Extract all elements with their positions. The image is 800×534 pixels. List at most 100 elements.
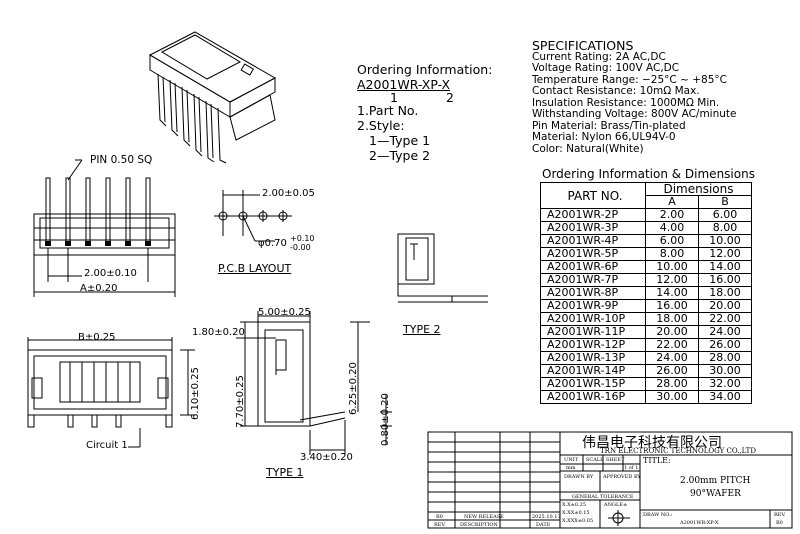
part-number-cell: A2001WR-14P bbox=[540, 364, 646, 378]
ordering-info: Ordering Information: A2001WR-XP-X bbox=[357, 62, 492, 92]
tolerance-1: X.X±0.25 bbox=[562, 502, 587, 508]
type1-label: TYPE 1 bbox=[266, 466, 304, 479]
circuit-label: Circuit 1 bbox=[86, 440, 128, 451]
col-part-no: PART NO. bbox=[540, 182, 646, 209]
d625-label: 6.25±0.20 bbox=[348, 362, 359, 415]
rev-row-date: 2025.10.17 bbox=[532, 514, 561, 520]
part-number-cell: A2001WR-15P bbox=[540, 377, 646, 391]
dim-a-cell: 4.00 bbox=[645, 221, 699, 235]
type2-label: TYPE 2 bbox=[403, 323, 441, 336]
dim-a-cell: 2.00 bbox=[645, 208, 699, 222]
ordering-style: 2.Style: bbox=[357, 118, 405, 133]
dim-b-cell: 18.00 bbox=[698, 286, 752, 300]
spec-line: Withstanding Voltage: 800V AC/minute bbox=[532, 108, 737, 120]
col-rev: REV. bbox=[434, 522, 446, 528]
dim-b-cell: 34.00 bbox=[698, 390, 752, 404]
pcb-pitch-label: 2.00±0.05 bbox=[262, 188, 315, 199]
dim-b-cell: 20.00 bbox=[698, 299, 752, 313]
dim-b-cell: 26.00 bbox=[698, 338, 752, 352]
dim-b-cell: 30.00 bbox=[698, 364, 752, 378]
part-number-cell: A2001WR-7P bbox=[540, 273, 646, 287]
part-number-cell: A2001WR-10P bbox=[540, 312, 646, 326]
part-number-cell: A2001WR-4P bbox=[540, 234, 646, 248]
dim-a-cell: 24.00 bbox=[645, 351, 699, 365]
part-number-cell: A2001WR-8P bbox=[540, 286, 646, 300]
dim-a-cell: 12.00 bbox=[645, 273, 699, 287]
title-line1: 2.00mm PITCH bbox=[680, 476, 751, 486]
dim-b-cell: 22.00 bbox=[698, 312, 752, 326]
ordering-num2: 2 bbox=[446, 90, 454, 105]
part-number-cell: A2001WR-9P bbox=[540, 299, 646, 313]
rev-row-rev: B0 bbox=[436, 514, 443, 520]
rev-label: REV. bbox=[774, 512, 786, 518]
a-dim-label: A±0.20 bbox=[80, 283, 118, 294]
draw-no-value: A2001WR-XP-X bbox=[680, 520, 719, 526]
front-view-bottom bbox=[27, 337, 195, 448]
ordering-code: A2001WR-XP-X bbox=[357, 77, 451, 92]
hole-tol-down: -0.00 bbox=[290, 243, 311, 252]
specifications: SPECIFICATIONS Current Rating: 2A AC,DC … bbox=[532, 40, 736, 155]
company-name-en: TRN ELECTRONIC TECHNOLOGY CO.,LTD bbox=[600, 447, 756, 455]
pitch-label: 2.00±0.10 bbox=[84, 268, 137, 279]
general-tolerance-label: GENERAL TOLERANCE bbox=[572, 494, 634, 500]
angle-label: ANGLE± bbox=[604, 502, 628, 508]
sheet-value: 1 of 1 bbox=[624, 465, 639, 471]
col-dimensions: Dimensions bbox=[645, 182, 752, 196]
spec-heading: SPECIFICATIONS bbox=[532, 38, 634, 53]
pcb-layout bbox=[214, 190, 292, 242]
ordering-options: 1.Part No. 2.Style: 1—Type 1 2—Type 2 bbox=[357, 103, 430, 163]
spec-line: Material: Nylon 66,UL94V-0 bbox=[532, 131, 676, 143]
tolerance-2: X.XX±0.15 bbox=[562, 510, 590, 516]
ordering-type1: 1—Type 1 bbox=[369, 133, 431, 148]
type1-view bbox=[236, 311, 392, 455]
d080-label: 0.80±0.20 bbox=[380, 393, 391, 446]
dim-b-cell: 10.00 bbox=[698, 234, 752, 248]
spec-line: Insulation Resistance: 1000MΩ Min. bbox=[532, 96, 720, 109]
dim-a-cell: 8.00 bbox=[645, 247, 699, 261]
spec-line: Contact Resistance: 10mΩ Max. bbox=[532, 85, 700, 97]
dim-a-cell: 22.00 bbox=[645, 338, 699, 352]
title-block-frame bbox=[427, 431, 793, 529]
isometric-connector-view bbox=[148, 31, 277, 164]
col-date: DATE bbox=[536, 522, 551, 528]
col-a: A bbox=[645, 195, 699, 209]
ordering-title: Ordering Information: bbox=[357, 62, 493, 77]
dim-a-cell: 6.00 bbox=[645, 234, 699, 248]
col-description: DESCRIPTION bbox=[460, 522, 498, 528]
part-number-cell: A2001WR-12P bbox=[540, 338, 646, 352]
rev-row-desc: NEW RELEASE bbox=[464, 514, 504, 520]
dim-b-cell: 12.00 bbox=[698, 247, 752, 261]
spec-line: Voltage Rating: 100V AC,DC bbox=[532, 62, 680, 74]
dim-a-cell: 16.00 bbox=[645, 299, 699, 313]
spec-line: Color: Natural(White) bbox=[532, 142, 644, 155]
dim-b-cell: 32.00 bbox=[698, 377, 752, 391]
pcb-layout-label: P.C.B LAYOUT bbox=[218, 262, 292, 275]
pin-label: PIN 0.50 SQ bbox=[90, 154, 153, 166]
part-number-cell: A2001WR-11P bbox=[540, 325, 646, 339]
unit-value: mm bbox=[566, 465, 576, 471]
dim-b-cell: 8.00 bbox=[698, 221, 752, 235]
dim-a-cell: 28.00 bbox=[645, 377, 699, 391]
company-name-cn: 伟昌电子科技有限公司 bbox=[582, 435, 722, 451]
spec-line: Current Rating: 2A AC,DC bbox=[532, 50, 666, 63]
dim-b-cell: 24.00 bbox=[698, 325, 752, 339]
ordering-type2: 2—Type 2 bbox=[369, 148, 431, 163]
dim-b-cell: 14.00 bbox=[698, 260, 752, 274]
dim-b-cell: 16.00 bbox=[698, 273, 752, 287]
approved-by-label: APPROVED BY bbox=[603, 474, 641, 480]
hole-tol-up: +0.10 bbox=[290, 234, 315, 243]
dim-b-cell: 6.00 bbox=[698, 208, 752, 222]
